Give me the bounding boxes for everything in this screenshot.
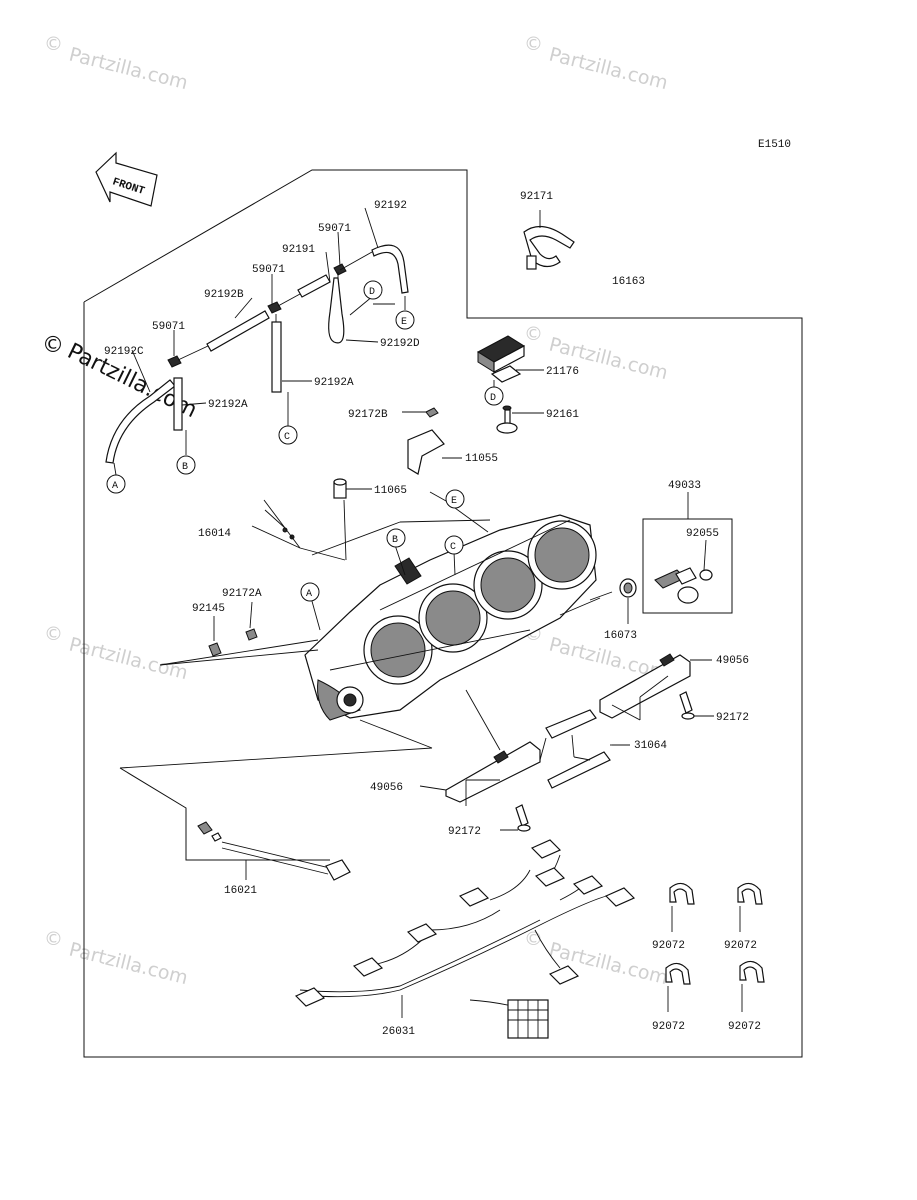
part-labels: 92192 92171 59071 92191 59071 92192B 590… xyxy=(104,191,761,1038)
label-92072-d: 92072 xyxy=(728,1021,761,1033)
svg-text:A: A xyxy=(112,481,118,492)
callout-A-upper: A xyxy=(300,582,320,602)
svg-text:Partzilla.com: Partzilla.com xyxy=(67,44,190,95)
svg-text:C: C xyxy=(450,542,456,553)
label-11055: 11055 xyxy=(465,453,498,465)
svg-text:Partzilla.com: Partzilla.com xyxy=(547,44,670,95)
throttle-leaders xyxy=(119,491,613,769)
fuel-rail-assembly xyxy=(419,653,714,832)
label-92055: 92055 xyxy=(686,528,719,540)
callout-C-lower: C xyxy=(278,425,298,445)
callout-E-lower: E xyxy=(445,489,465,509)
label-92192D: 92192D xyxy=(380,338,420,350)
label-92172B: 92172B xyxy=(348,409,388,421)
label-92072-c: 92072 xyxy=(652,1021,685,1033)
watermark-bottom-right: © Partzilla.com xyxy=(524,928,670,989)
callout-B-lower: B xyxy=(176,455,196,475)
callout-A-lower: A xyxy=(106,474,126,494)
label-49033: 49033 xyxy=(668,480,701,492)
label-92172A: 92172A xyxy=(222,588,262,600)
label-16014: 16014 xyxy=(198,528,231,540)
label-92192: 92192 xyxy=(374,200,407,212)
assembly-frame xyxy=(83,169,803,1058)
callout-D-upper: D xyxy=(363,280,383,300)
bolt-11065 xyxy=(333,478,372,561)
front-arrow-icon: FRONT xyxy=(95,151,158,207)
label-92191: 92191 xyxy=(282,244,315,256)
svg-text:©: © xyxy=(44,928,63,950)
label-11065: 11065 xyxy=(374,485,407,497)
label-92171: 92171 xyxy=(520,191,553,203)
svg-text:E: E xyxy=(451,496,457,507)
throttle-body xyxy=(304,514,597,721)
label-49056-right: 49056 xyxy=(716,655,749,667)
label-92161: 92161 xyxy=(546,409,579,421)
label-92072-b: 92072 xyxy=(724,940,757,952)
callout-C-upper: C xyxy=(444,535,464,555)
sensor-16021-assembly xyxy=(119,767,351,881)
watermark-top-left: © Partzilla.com xyxy=(44,33,190,94)
watermark-bottom-left: © Partzilla.com xyxy=(44,928,190,989)
bracket-11055-assembly xyxy=(402,407,462,475)
diagram-code: E1510 xyxy=(758,139,791,151)
wiring-harness-26031 xyxy=(294,839,636,1039)
callout-E-upper: E xyxy=(395,310,415,330)
callout-B-upper: B xyxy=(386,528,406,548)
watermark-top-right: © Partzilla.com xyxy=(524,33,670,94)
svg-text:B: B xyxy=(392,535,398,546)
label-59071-top: 59071 xyxy=(318,223,351,235)
svg-text:D: D xyxy=(490,393,496,404)
callout-D-lower: D xyxy=(484,386,504,406)
svg-text:E: E xyxy=(401,317,407,328)
screw-set-16014 xyxy=(251,499,346,561)
label-16073: 16073 xyxy=(604,630,637,642)
label-92145: 92145 xyxy=(192,603,225,615)
clamp-92171 xyxy=(523,210,575,270)
svg-text:B: B xyxy=(182,462,188,473)
watermark-lower-left: © Partzilla.com xyxy=(44,623,190,684)
label-92192A-left: 92192A xyxy=(208,399,248,411)
label-16021: 16021 xyxy=(224,885,257,897)
label-21176: 21176 xyxy=(546,366,579,378)
label-59071-mid: 59071 xyxy=(252,264,285,276)
svg-text:©: © xyxy=(524,928,543,950)
svg-text:D: D xyxy=(369,287,375,298)
vacuum-hose-assembly xyxy=(105,207,409,476)
svg-text:©: © xyxy=(44,623,63,645)
label-92192C: 92192C xyxy=(104,346,144,358)
svg-text:©: © xyxy=(524,323,543,345)
label-92072-a: 92072 xyxy=(652,940,685,952)
screws-92145-92172A xyxy=(208,601,258,657)
injector-49033-assembly xyxy=(619,492,733,624)
svg-text:C: C xyxy=(284,432,290,443)
svg-text:©: © xyxy=(44,33,63,55)
label-92192B: 92192B xyxy=(204,289,244,301)
label-31064: 31064 xyxy=(634,740,667,752)
sensor-21176-assembly xyxy=(477,335,544,434)
label-26031: 26031 xyxy=(382,1026,415,1038)
label-16163: 16163 xyxy=(612,276,645,288)
label-92172-left: 92172 xyxy=(448,826,481,838)
label-92192A-right: 92192A xyxy=(314,377,354,389)
svg-text:Partzilla.com: Partzilla.com xyxy=(67,634,190,685)
svg-text:Partzilla.com: Partzilla.com xyxy=(67,939,190,990)
svg-text:©: © xyxy=(524,33,543,55)
label-49056-left: 49056 xyxy=(370,782,403,794)
svg-text:©: © xyxy=(42,333,64,358)
label-92172-right: 92172 xyxy=(716,712,749,724)
svg-text:A: A xyxy=(306,589,312,600)
clamps-92072 xyxy=(665,882,765,1012)
label-59071-left: 59071 xyxy=(152,321,185,333)
